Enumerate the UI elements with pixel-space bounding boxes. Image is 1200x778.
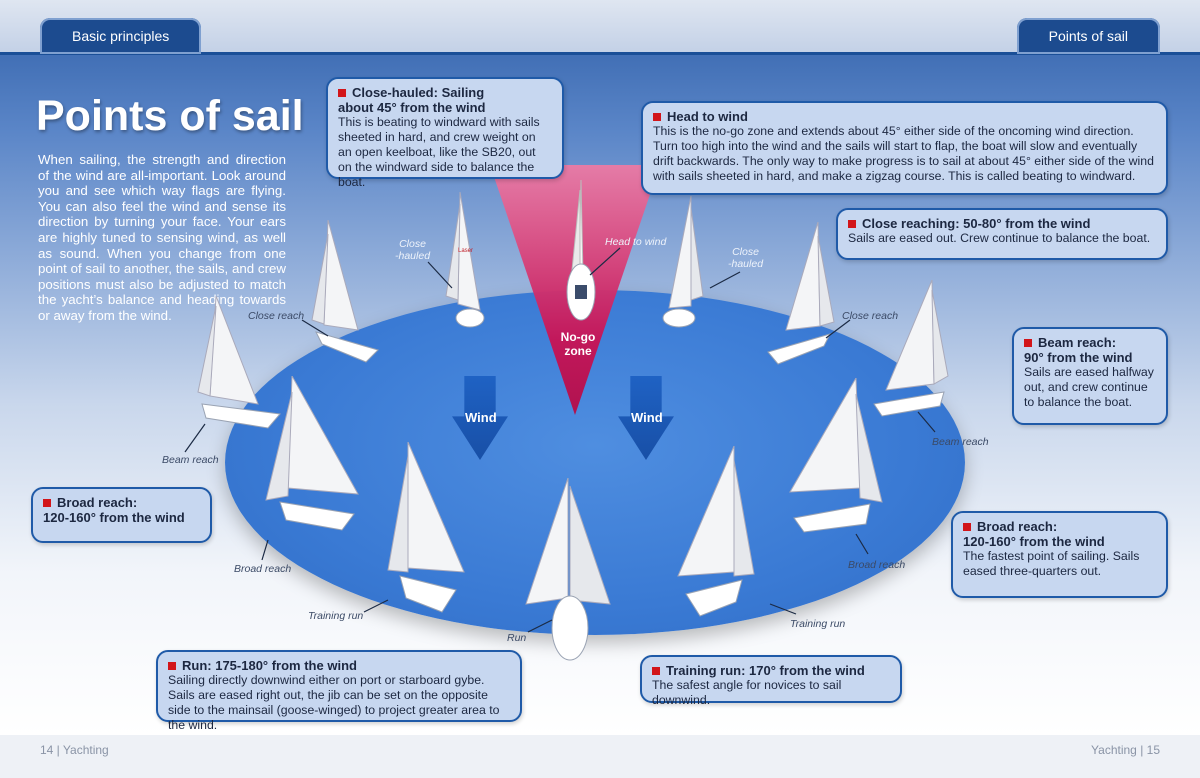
callout-broad-reach-left-title: Broad reach:: [43, 495, 200, 510]
bullet-icon: [848, 219, 856, 228]
label-close-hauled-left-line-2: -hauled: [395, 250, 431, 262]
callout-close-hauled-title-2: about 45° from the wind: [338, 100, 486, 115]
label-training-run-left: Training run: [308, 610, 364, 622]
callout-broad-reach-right-title: Broad reach:: [963, 519, 1156, 534]
callout-beam-reach-body: Sails are eased halfway out, and crew co…: [1024, 365, 1154, 409]
boat-close-hauled-right: [662, 196, 704, 328]
section-tab-points-of-sail: Points of sail: [1016, 18, 1160, 54]
label-beam-reach-left: Beam reach: [162, 454, 219, 466]
callout-training-run-title: Training run: 170° from the wind: [652, 663, 890, 678]
callout-close-reaching-body: Sails are eased out. Crew continue to ba…: [848, 231, 1151, 245]
header-rule: [0, 52, 1200, 55]
bullet-icon: [168, 661, 176, 670]
footer-left-page-number: 14 | Yachting: [40, 743, 109, 757]
label-broad-reach-right: Broad reach: [848, 559, 906, 571]
bullet-icon: [1024, 338, 1032, 347]
callout-broad-reach-left: Broad reach: 120-160° from the wind: [31, 487, 212, 543]
callout-broad-reach-right: Broad reach: 120-160° from the wind The …: [951, 511, 1168, 598]
sail-mark: Laser: [458, 248, 473, 254]
intro-paragraph: When sailing, the strength and direction…: [38, 152, 286, 323]
callout-beam-reach-title: Beam reach:: [1024, 335, 1156, 350]
callout-close-reaching-title: Close reaching: 50-80° from the wind: [848, 216, 1156, 231]
no-go-zone-label: No-go zone: [555, 330, 601, 358]
boat-run: [525, 478, 611, 661]
label-close-hauled-right-line-2: -hauled: [728, 258, 764, 270]
page-title: Points of sail: [36, 92, 304, 140]
callout-head-to-wind-title-text: Head to wind: [667, 109, 748, 124]
section-tab-basic-principles: Basic principles: [40, 18, 202, 54]
boat-head-to-wind: [566, 180, 596, 321]
wind-label-left: Wind: [465, 410, 497, 425]
callout-training-run-body: The safest angle for novices to sail dow…: [652, 678, 842, 707]
label-training-run-right: Training run: [790, 618, 846, 630]
callout-run-body: Sailing directly downwind either on port…: [168, 673, 500, 732]
callout-broad-reach-right-title-2: 120-160° from the wind: [963, 534, 1105, 549]
boat-close-reach-left: [311, 220, 379, 363]
callout-beam-reach: Beam reach: 90° from the wind Sails are …: [1012, 327, 1168, 425]
label-run: Run: [507, 632, 527, 644]
label-close-hauled-right-line-1: Close: [732, 246, 759, 258]
boat-training-run-right: [677, 446, 755, 617]
label-close-hauled-right: Close -hauled: [728, 246, 763, 270]
label-close-reach-left: Close reach: [248, 310, 305, 322]
footer-right-page-number: Yachting | 15: [1091, 743, 1160, 757]
callout-broad-reach-right-title-1: Broad reach:: [977, 519, 1058, 534]
callout-run: Run: 175-180° from the wind Sailing dire…: [156, 650, 522, 732]
callout-close-hauled-title-1: Close-hauled: Sailing: [352, 85, 485, 100]
bullet-icon: [43, 498, 51, 507]
bullet-icon: [653, 112, 661, 121]
callout-broad-reach-left-title-1: Broad reach:: [57, 495, 138, 510]
callout-head-to-wind: Head to wind This is the no-go zone and …: [641, 101, 1168, 195]
bullet-icon: [963, 522, 971, 531]
callout-close-hauled-body: This is beating to windward with sails s…: [338, 115, 540, 189]
label-close-reach-right: Close reach: [842, 310, 899, 322]
callout-beam-reach-title-1: Beam reach:: [1038, 335, 1117, 350]
no-go-label-line-2: zone: [564, 344, 592, 358]
label-beam-reach-right: Beam reach: [932, 436, 989, 448]
callout-training-run: Training run: 170° from the wind The saf…: [640, 655, 902, 707]
boat-beam-reach-left: [197, 296, 281, 429]
callout-close-hauled-title: Close-hauled: Sailing: [338, 85, 552, 100]
label-close-hauled-left-line-1: Close: [399, 238, 426, 250]
wind-label-right: Wind: [631, 410, 663, 425]
bullet-icon: [652, 666, 660, 675]
callout-close-reaching: Close reaching: 50-80° from the wind Sai…: [836, 208, 1168, 260]
callout-head-to-wind-title: Head to wind: [653, 109, 1156, 124]
boat-broad-reach-left: [265, 376, 359, 531]
callout-close-reaching-title-text: Close reaching: 50-80° from the wind: [862, 216, 1091, 231]
callout-training-run-title-text: Training run: 170° from the wind: [666, 663, 865, 678]
callout-run-title: Run: 175-180° from the wind: [168, 658, 510, 673]
label-close-hauled-left: Close -hauled: [395, 238, 430, 262]
callout-broad-reach-left-title-2: 120-160° from the wind: [43, 510, 185, 525]
label-head-to-wind: Head to wind: [605, 236, 667, 248]
label-broad-reach-left: Broad reach: [234, 563, 292, 575]
boat-close-reach-right: [767, 222, 835, 365]
callout-run-title-text: Run: 175-180° from the wind: [182, 658, 357, 673]
callout-beam-reach-title-2: 90° from the wind: [1024, 350, 1133, 365]
no-go-label-line-1: No-go: [560, 330, 596, 344]
boat-training-run-left: [387, 442, 465, 613]
boat-broad-reach-right: [789, 378, 883, 533]
boat-close-hauled-left: Laser: [445, 192, 485, 328]
boat-beam-reach-right: [873, 280, 949, 417]
callout-close-hauled: Close-hauled: Sailing about 45° from the…: [326, 77, 564, 189]
callout-broad-reach-right-body: The fastest point of sailing. Sails ease…: [963, 549, 1140, 578]
bullet-icon: [338, 88, 346, 97]
callout-head-to-wind-body: This is the no-go zone and extends about…: [653, 124, 1154, 183]
